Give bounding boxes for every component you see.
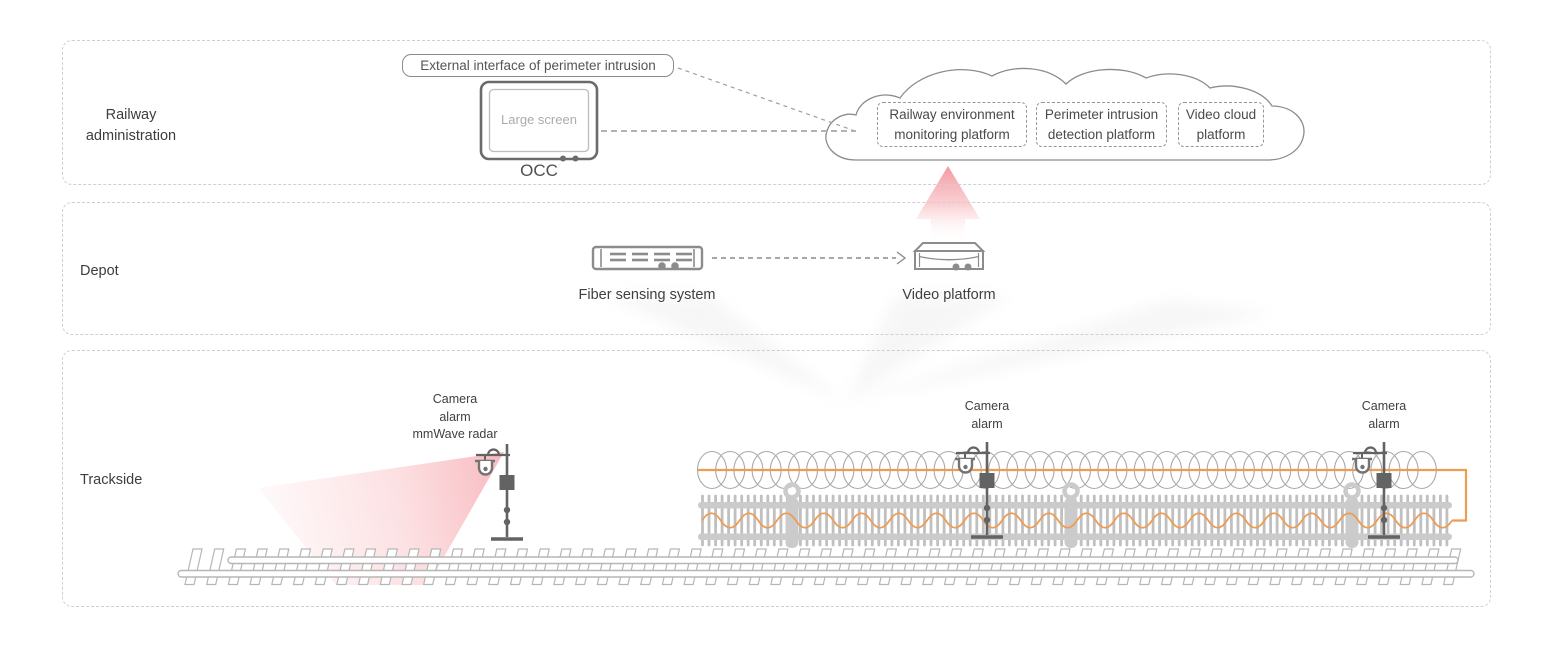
radar-beam: [258, 452, 504, 585]
fiber-cable-sine: [701, 512, 1453, 529]
large-screen-label: Large screen: [501, 112, 577, 127]
band-trackside: [62, 350, 1491, 607]
pole-site-3-label: Camera alarm: [1361, 399, 1407, 431]
fence-post: [783, 482, 1361, 548]
platform-box-video-cloud: Video cloud platform: [1178, 102, 1264, 147]
band-label-railway-administration: Railway administration: [85, 107, 177, 145]
platform-box-perimeter-intrusion-detection: Perimeter intrusion detection platform: [1036, 102, 1167, 147]
rail-bottom: [177, 569, 1475, 578]
rail-top: [227, 556, 1459, 565]
fiber-cable-top: [698, 468, 1468, 522]
fiber-sensing-server-icon: [591, 245, 704, 271]
fiber-sensing-caption: Fiber sensing system: [578, 287, 716, 303]
connector-fiber-to-video: [712, 251, 907, 265]
video-platform-caption: Video platform: [902, 287, 996, 303]
band-railway-administration: [62, 40, 1491, 185]
cloud-icon: [825, 67, 1305, 161]
video-platform-icon: [912, 242, 986, 271]
pole-site-1-label: Camera alarm mmWave radar: [412, 392, 498, 441]
up-arrow-icon: [916, 166, 980, 242]
band-label-trackside: Trackside: [80, 472, 143, 488]
band-label-depot: Depot: [80, 263, 119, 279]
external-interface-tag: External interface of perimeter intrusio…: [402, 54, 674, 77]
occ-caption: OCC: [520, 161, 558, 180]
occ-monitor-icon: [479, 80, 599, 162]
platform-box-railway-environment-monitoring: Railway environment monitoring platform: [877, 102, 1027, 147]
funnel-glow: [605, 296, 1275, 402]
railway-track: [177, 548, 1475, 586]
band-depot: [62, 202, 1491, 335]
perimeter-fence: [696, 450, 1468, 548]
pole-site-2-label: Camera alarm: [964, 399, 1010, 431]
